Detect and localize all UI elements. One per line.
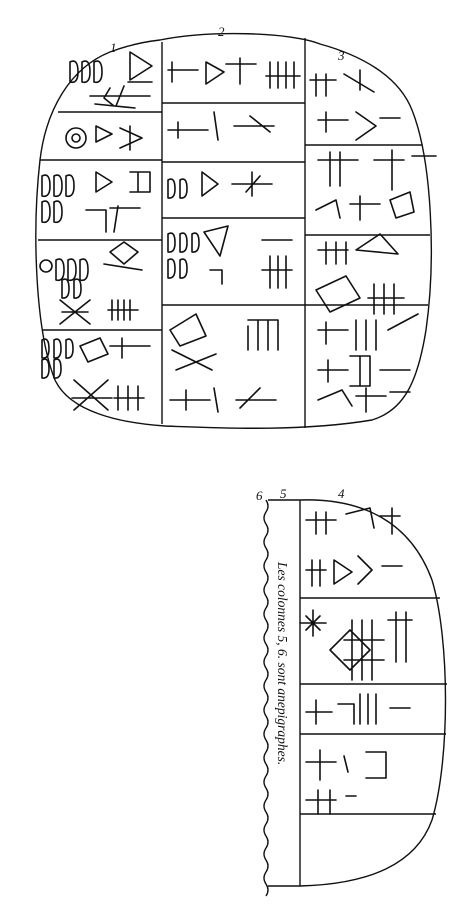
- tablet-bottom-broken-edge: [263, 499, 269, 897]
- tablet-bottom-case-lines: [300, 597, 447, 815]
- cuneiform-signs-bottom: [299, 507, 413, 815]
- tablet-bottom-column-5-number: 5: [280, 486, 287, 501]
- tablet-bottom-column-4-number: 4: [338, 486, 345, 501]
- cuneiform-signs-top: [39, 51, 437, 413]
- tablet-bottom-side-note: Les colonnes 5, 6. sont anepigraphes.: [275, 561, 290, 765]
- tablet-top: 1 2 3: [35, 24, 437, 429]
- tablet-bottom-column-6-number: 6: [256, 488, 263, 503]
- tablet-top-column-2-number: 2: [218, 24, 225, 39]
- tablet-top-case-lines: [38, 102, 430, 331]
- tablet-bottom-outline: [268, 499, 447, 887]
- tablet-top-column-1-number: 1: [110, 40, 117, 55]
- tablet-top-column-3-number: 3: [337, 48, 345, 63]
- tablet-top-outline: [35, 32, 432, 429]
- tablet-bottom: 6 5 4 Les colonnes 5, 6. sont anepigraph…: [256, 486, 447, 897]
